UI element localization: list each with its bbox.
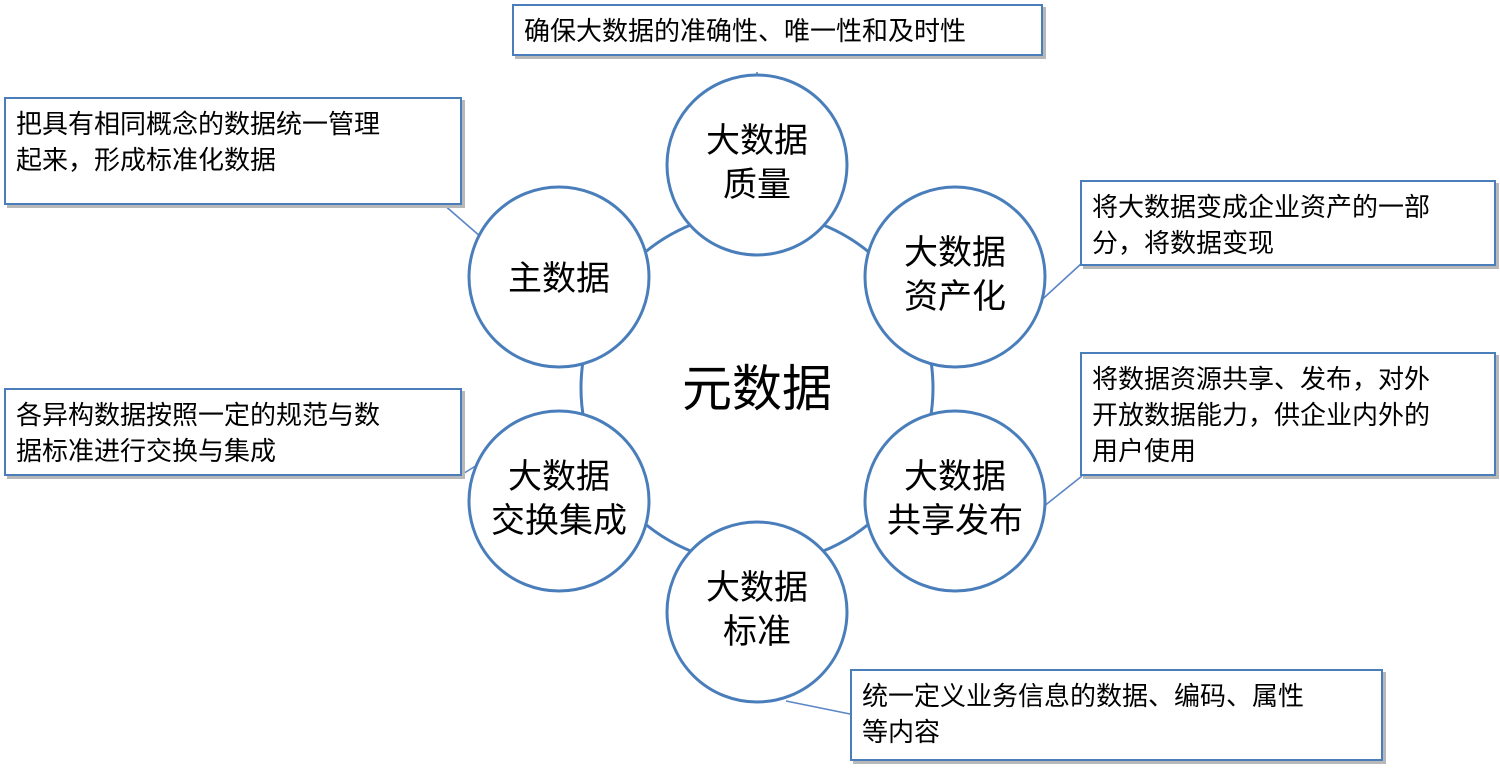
- node-share-circle: [863, 409, 1047, 593]
- connector-master: [442, 203, 482, 238]
- node-quality: 大数据 质量: [665, 73, 849, 257]
- note-asset-line: 分，将数据变现: [1092, 229, 1275, 259]
- node-standard: 大数据 标准: [665, 520, 849, 704]
- node-asset-circle: [863, 185, 1047, 369]
- node-master: 主数据: [467, 185, 651, 369]
- note-exchange: 各异构数据按照一定的规范与数 据标准进行交换与集成: [4, 388, 462, 476]
- note-standard-line: 等内容: [862, 718, 941, 748]
- center-label: 元数据: [682, 360, 832, 418]
- note-quality: 确保大数据的准确性、唯一性和及时性: [512, 4, 1043, 56]
- node-share: 大数据 共享发布: [863, 409, 1047, 593]
- note-asset-line: 将大数据变成企业资产的一部: [1092, 193, 1431, 223]
- note-asset: 将大数据变成企业资产的一部 分，将数据变现: [1080, 180, 1496, 266]
- node-quality-circle: [665, 73, 849, 257]
- node-asset: 大数据 资产化: [863, 185, 1047, 369]
- node-share-label: 大数据: [904, 457, 1006, 497]
- node-standard-circle: [665, 520, 849, 704]
- note-master-line: 把具有相同概念的数据统一管理: [16, 110, 381, 140]
- node-exchange-label: 交换集成: [491, 501, 627, 541]
- node-standard-label: 大数据: [706, 568, 808, 608]
- note-master: 把具有相同概念的数据统一管理 起来，形成标准化数据: [4, 97, 462, 205]
- note-share-line: 用户使用: [1092, 437, 1197, 467]
- node-asset-label: 资产化: [904, 277, 1006, 317]
- note-standard: 统一定义业务信息的数据、编码、属性 等内容: [850, 669, 1383, 761]
- node-asset-label: 大数据: [904, 233, 1006, 273]
- node-exchange-circle: [467, 409, 651, 593]
- note-share-line: 将数据资源共享、发布，对外: [1092, 365, 1431, 395]
- node-exchange: 大数据 交换集成: [467, 409, 651, 593]
- connector-standard: [785, 700, 856, 716]
- node-standard-label: 标准: [723, 612, 791, 652]
- note-share: 将数据资源共享、发布，对外 开放数据能力，供企业内外的 用户使用: [1080, 352, 1496, 476]
- note-exchange-line: 各异构数据按照一定的规范与数: [16, 401, 381, 431]
- note-quality-line: 确保大数据的准确性、唯一性和及时性: [524, 17, 967, 47]
- note-exchange-line: 据标准进行交换与集成: [16, 437, 277, 467]
- node-share-label: 共享发布: [887, 501, 1023, 541]
- node-exchange-label: 大数据: [508, 457, 610, 497]
- connector-share: [1042, 475, 1083, 508]
- node-master-label: 主数据: [508, 259, 610, 299]
- note-standard-line: 统一定义业务信息的数据、编码、属性: [862, 682, 1305, 712]
- node-master-circle: [467, 185, 651, 369]
- node-quality-label: 大数据: [706, 121, 808, 161]
- node-quality-label: 质量: [723, 165, 791, 205]
- note-share-line: 开放数据能力，供企业内外的: [1092, 401, 1431, 431]
- note-master-line: 起来，形成标准化数据: [16, 146, 277, 176]
